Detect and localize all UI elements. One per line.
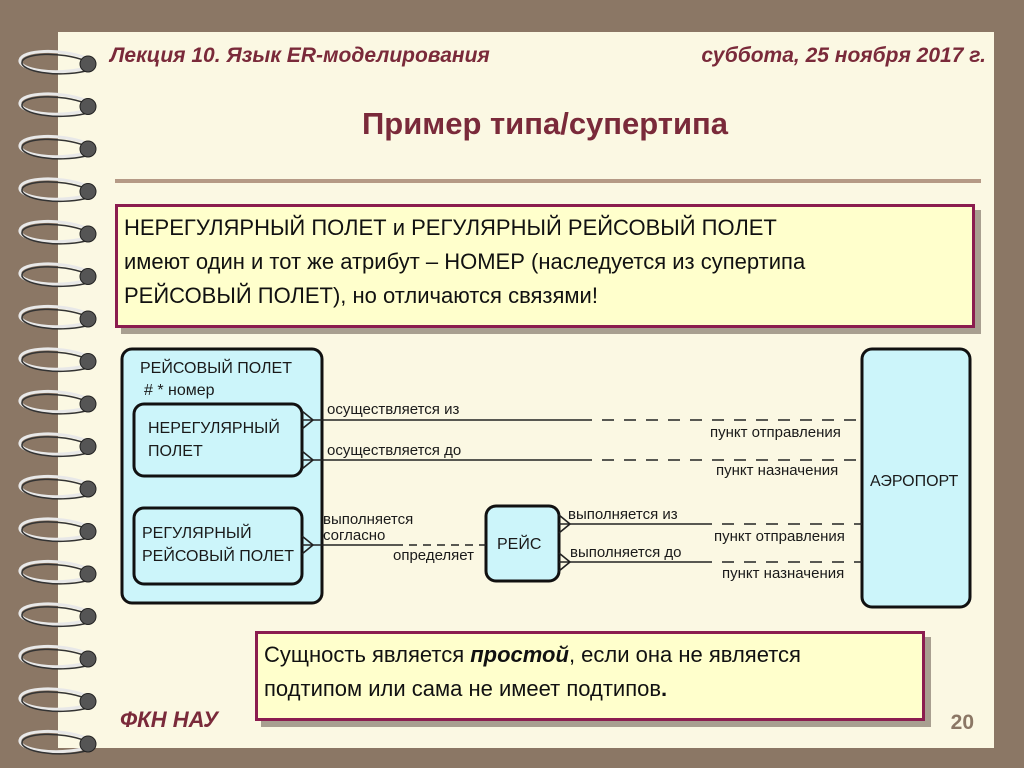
entity-subtype-regular <box>134 508 302 584</box>
rel-label-from2: выполняется из <box>568 506 678 523</box>
rel-label-defines: определяет <box>393 547 474 564</box>
page-number: 20 <box>951 711 974 735</box>
footer-org: ФКН НАУ <box>120 707 218 733</box>
supertype-attribute: # * номер <box>144 382 215 399</box>
note-bottom-line2: подтипом или сама не имеет подтипов. <box>264 672 916 706</box>
subtype1-line2: ПОЛЕТ <box>148 443 203 460</box>
note-bottom-dot: . <box>661 676 667 701</box>
subtype2-line2: РЕЙСОВЫЙ ПОЛЕТ <box>142 546 294 565</box>
airport-name: АЭРОПОРТ <box>870 473 958 490</box>
rel-label-arr2: пункт назначения <box>722 565 844 582</box>
subtype2-line1: РЕГУЛЯРНЫЙ <box>142 523 252 542</box>
note-bottom-post: , если она не является <box>569 642 801 667</box>
supertype-name: РЕЙСОВЫЙ ПОЛЕТ <box>140 358 292 377</box>
rel-label-per1: выполняется <box>323 511 413 528</box>
rel-label-dep1: пункт отправления <box>710 424 841 441</box>
note-bottom-line1: Сущность является простой, если она не я… <box>264 638 916 672</box>
note-bottom-pre: Сущность является <box>264 642 470 667</box>
note-bottom-line2-text: подтипом или сама не имеет подтипов <box>264 676 661 701</box>
rel-label-to2: выполняется до <box>570 544 681 561</box>
rel-label-to1: осуществляется до <box>327 442 461 459</box>
rel-label-dep2: пункт отправления <box>714 528 845 545</box>
rel-label-from1: осуществляется из <box>327 401 459 418</box>
entity-subtype-irregular <box>134 404 302 476</box>
note-bottom-emph: простой <box>470 642 569 667</box>
rel-label-per2: согласно <box>323 527 385 544</box>
note-bottom: Сущность является простой, если она не я… <box>255 631 925 721</box>
flight-name: РЕЙС <box>497 534 541 553</box>
subtype1-line1: НЕРЕГУЛЯРНЫЙ <box>148 418 280 437</box>
rel-label-arr1: пункт назначения <box>716 462 838 479</box>
